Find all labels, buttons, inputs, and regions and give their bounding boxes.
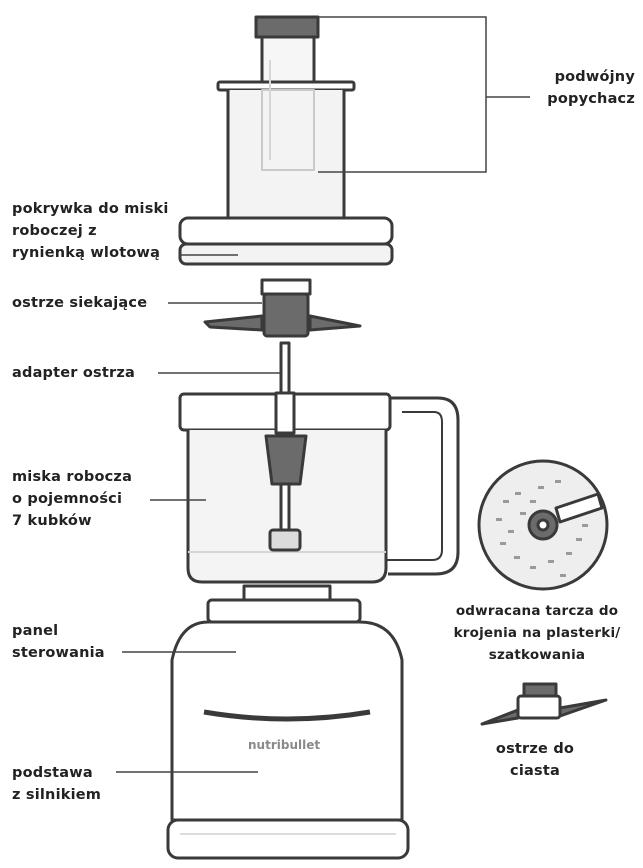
label-chopping-blade: ostrze siekające: [12, 295, 148, 311]
brand-logo-text: nutribullet: [248, 738, 321, 752]
leader-line-pusher: [318, 16, 487, 173]
label-dough-blade: ostrze do ciasta: [495, 741, 575, 779]
label-work-bowl: miska robocza o pojemności 7 kubków: [12, 469, 133, 529]
work-bowl-part: [178, 391, 460, 584]
motor-base-part: [166, 584, 410, 860]
label-control-panel: panel sterowania: [12, 623, 105, 661]
chopping-blade-part: [203, 278, 362, 338]
label-double-pusher: podwójny popychacz: [547, 69, 635, 107]
dough-blade-part: [480, 682, 608, 726]
double-pusher-part: [216, 15, 356, 220]
label-lid: pokrywka do miski roboczej z rynienką wl…: [12, 201, 169, 261]
label-blade-adapter: adapter ostrza: [12, 365, 135, 381]
label-motor-base: podstawa z silnikiem: [12, 765, 102, 803]
slicing-disc-part: [477, 459, 609, 591]
blade-adapter-part: [279, 341, 291, 395]
lid-part: [178, 216, 394, 266]
label-slicing-disc: odwracana tarcza do krojenia na plasterk…: [453, 603, 621, 663]
